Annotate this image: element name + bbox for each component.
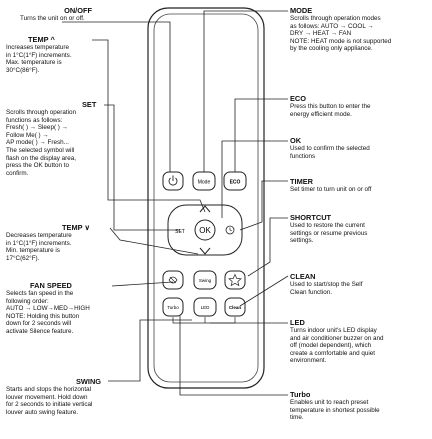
- label-desc: Scrolls through operation functions as f…: [6, 109, 77, 177]
- label-timer: TIMER Set timer to turn unit on or off: [290, 177, 430, 194]
- label-eco: ECO Press this button to enter the energ…: [290, 94, 430, 118]
- ok-button[interactable]: OK: [194, 219, 216, 241]
- leader-fan: [111, 281, 174, 287]
- label-desc: Used to restore the current settings or …: [290, 222, 368, 245]
- label-shortcut: SHORTCUT Used to restore the current set…: [290, 213, 430, 245]
- label-fan-speed: FAN SPEED Selects fan speed in the follo…: [6, 281, 126, 336]
- swing-button[interactable]: Swing: [193, 270, 217, 290]
- swing-button-label: Swing: [199, 278, 212, 283]
- turbo-button[interactable]: Turbo: [162, 297, 184, 317]
- eco-button-label: ECO: [230, 180, 241, 186]
- leader-onoff: [62, 21, 171, 172]
- label-title: ON/OFF: [64, 6, 92, 15]
- label-desc: Enables unit to reach preset temperature…: [290, 399, 380, 422]
- leader-set: [104, 104, 180, 231]
- label-title: TEMP ^: [28, 35, 55, 44]
- shortcut-button[interactable]: [224, 270, 246, 290]
- mode-button-label: Mode: [198, 180, 211, 186]
- timer-button[interactable]: [225, 225, 235, 235]
- clean-button[interactable]: Clean: [224, 297, 246, 317]
- leader-temp-down: [109, 227, 199, 255]
- navigation-pad: SET OK: [167, 204, 243, 256]
- leader-ok: [221, 140, 288, 218]
- label-onoff: ON/OFF Turns the unit on or off.: [20, 6, 92, 23]
- label-led: LED Turns indoor unit's LED display and …: [290, 318, 430, 365]
- power-icon: [168, 175, 178, 186]
- leader-turbo: [179, 316, 288, 396]
- leader-swing: [108, 319, 192, 382]
- set-button[interactable]: SET: [175, 229, 185, 235]
- label-title: SHORTCUT: [290, 213, 332, 222]
- label-swing: SWING Starts and stops the horizontal lo…: [6, 377, 146, 416]
- label-desc: Selects fan speed in the following order…: [6, 290, 90, 335]
- temp-up-button[interactable]: [199, 205, 211, 213]
- label-temp-up: TEMP ^ Increases temperature in 1°C(1°F)…: [6, 35, 116, 74]
- label-title: MODE: [290, 6, 313, 15]
- label-desc: Increases temperature in 1°C(1°F) increm…: [6, 44, 72, 74]
- label-desc: Starts and stops the horizontal louver m…: [6, 386, 93, 416]
- leader-timer: [239, 180, 288, 231]
- clock-icon: [225, 225, 235, 235]
- leader-eco: [234, 98, 288, 172]
- ok-button-label: OK: [199, 226, 211, 235]
- set-button-label: SET: [175, 229, 185, 235]
- leader-shortcut: [247, 217, 288, 277]
- leader-temp-up: [92, 39, 206, 213]
- power-button[interactable]: [162, 171, 184, 191]
- label-desc: Turns indoor unit's LED display and air …: [290, 327, 384, 365]
- label-desc: Used to confirm the selected functions: [290, 145, 370, 160]
- label-title: SWING: [76, 377, 102, 386]
- label-title: SET: [82, 100, 97, 109]
- star-icon: [228, 273, 242, 287]
- label-mode: MODE Scrolls through operation modes as …: [290, 6, 430, 53]
- label-title: Turbo: [290, 390, 311, 399]
- clean-button-label: Clean: [229, 305, 242, 310]
- label-desc: Press this button to enter the energy ef…: [290, 103, 371, 118]
- leader-mode: [203, 10, 288, 172]
- turbo-button-label: Turbo: [167, 305, 179, 310]
- label-title: FAN SPEED: [30, 281, 72, 290]
- label-clean: CLEAN Used to start/stop the Self Clean …: [290, 272, 430, 296]
- label-desc: Scrolls through operation modes as follo…: [290, 15, 392, 53]
- label-desc: Turns the unit on or off.: [20, 15, 85, 22]
- label-turbo: Turbo Enables unit to reach preset tempe…: [290, 390, 430, 422]
- label-temp-down: TEMP ∨ Decreases temperature in 1°C(1°F)…: [6, 223, 116, 262]
- label-desc: Decreases temperature in 1°C(1°F) increm…: [6, 232, 72, 262]
- led-button-label: LED: [201, 305, 211, 310]
- label-desc: Set timer to turn unit on or off: [290, 186, 372, 193]
- label-title: TIMER: [290, 177, 313, 186]
- label-title: ECO: [290, 94, 307, 103]
- label-title: LED: [290, 318, 305, 327]
- temp-down-button[interactable]: [199, 247, 211, 255]
- label-title: CLEAN: [290, 272, 316, 281]
- label-title: TEMP ∨: [62, 223, 90, 232]
- label-ok: OK Used to confirm the selected function…: [290, 136, 430, 160]
- label-desc: Used to start/stop the Self Clean functi…: [290, 281, 363, 296]
- led-button[interactable]: LED: [193, 297, 217, 317]
- mode-button[interactable]: Mode: [192, 171, 216, 191]
- label-title: OK: [290, 136, 302, 145]
- leader-clean: [239, 275, 289, 307]
- label-set: SET Scrolls through operation functions …: [6, 100, 121, 177]
